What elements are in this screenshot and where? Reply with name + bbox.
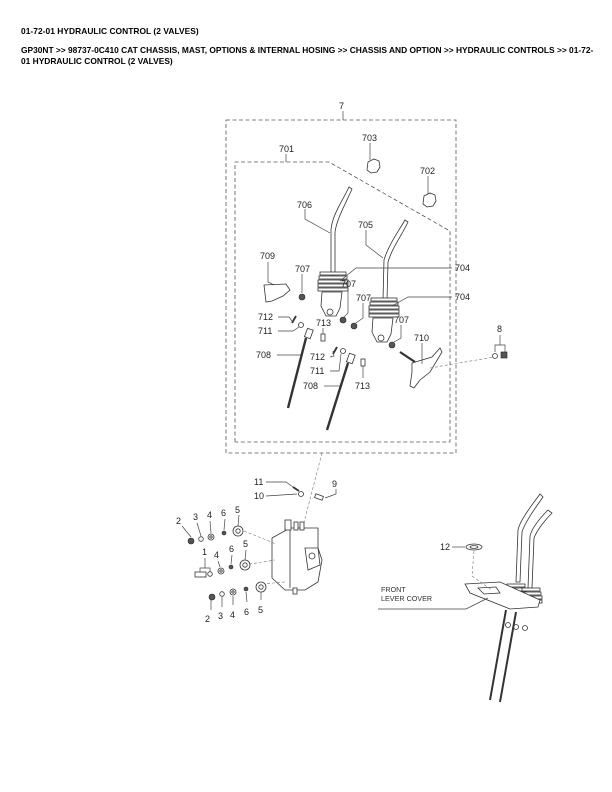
callout-708-a: 708	[256, 350, 271, 360]
callout-707-c: 707	[356, 293, 371, 303]
assembly-701-boundary: 701	[234, 144, 451, 443]
callout-12: 12	[440, 542, 450, 552]
callout-9: 9	[332, 479, 337, 489]
callout-5-c: 5	[258, 605, 263, 615]
front-lever-cover-note-line1: FRONT	[381, 585, 406, 594]
callout-4-a: 4	[207, 510, 212, 520]
callout-704-upper: 704	[455, 263, 470, 273]
callout-6-c: 6	[244, 607, 249, 617]
inset-front-lever-cover: 12 FRONT LEVER COVER	[378, 493, 553, 703]
part-group-9-10-11: 11 10 9	[254, 477, 337, 501]
callout-11: 11	[254, 477, 263, 487]
callout-6-a: 6	[221, 508, 226, 518]
control-valve-body	[243, 519, 323, 595]
callout-711-b: 711	[310, 366, 324, 376]
callout-703: 703	[362, 133, 377, 143]
part-707-nuts: 707 707 707 707	[295, 264, 409, 349]
callout-707-d: 707	[394, 315, 409, 325]
callout-4-c: 4	[230, 610, 235, 620]
callout-1: 1	[202, 547, 207, 557]
callout-6-b: 6	[229, 544, 234, 554]
callout-5-a: 5	[235, 505, 240, 515]
part-710-bracket: 710	[399, 333, 495, 389]
callout-710: 710	[414, 333, 429, 343]
callout-712-b: 712	[310, 352, 325, 362]
callout-701: 701	[279, 144, 294, 154]
callout-713-a: 713	[316, 318, 331, 328]
part-702-knob: 702	[420, 166, 437, 208]
callout-709: 709	[260, 251, 275, 261]
part-8-bolt-washer: 8	[492, 324, 508, 359]
linkage-line	[301, 452, 323, 531]
callout-7: 7	[339, 101, 344, 111]
valve-parts-row-upper: 2 3 4 6 5	[176, 505, 244, 545]
valve-parts-row-middle: 1 4 6 5	[194, 539, 251, 578]
callout-705: 705	[358, 220, 373, 230]
callout-3-b: 3	[218, 611, 223, 621]
part-703-knob: 703	[362, 133, 381, 174]
callout-712-a: 712	[258, 312, 273, 322]
callout-8: 8	[497, 324, 502, 334]
callout-707-a: 707	[295, 264, 310, 274]
callout-2-b: 2	[205, 614, 210, 624]
callout-5-b: 5	[243, 539, 248, 549]
callout-2-a: 2	[176, 516, 181, 526]
assembly-7-boundary: 7	[225, 101, 457, 454]
part-705-lever: 705	[358, 219, 409, 343]
callout-3-a: 3	[193, 512, 198, 522]
part-group-right-pins: 712 711 713	[310, 346, 370, 391]
part-704-boots: 704 704	[339, 263, 470, 307]
front-lever-cover-note-line2: LEVER COVER	[381, 594, 432, 603]
part-group-left-pins: 712 711 713	[258, 312, 331, 342]
callout-10: 10	[254, 491, 264, 501]
callout-711-a: 711	[258, 326, 272, 336]
page-title: 01-72-01 HYDRAULIC CONTROL (2 VALVES)	[21, 26, 199, 36]
callout-707-b: 707	[341, 279, 356, 289]
part-708-rods: 708 708	[256, 327, 356, 431]
part-706-lever: 706	[297, 186, 353, 317]
callout-708-b: 708	[303, 381, 318, 391]
callout-704-lower: 704	[455, 292, 470, 302]
breadcrumb: GP30NT >> 98737-0C410 CAT CHASSIS, MAST,…	[21, 45, 594, 66]
part-709-bracket: 709	[260, 251, 291, 303]
callout-713-b: 713	[355, 381, 370, 391]
valve-parts-row-lower: 2 3 4 6 5	[205, 581, 267, 624]
callout-706: 706	[297, 200, 312, 210]
callout-702: 702	[420, 166, 435, 176]
callout-4-b: 4	[214, 550, 219, 560]
